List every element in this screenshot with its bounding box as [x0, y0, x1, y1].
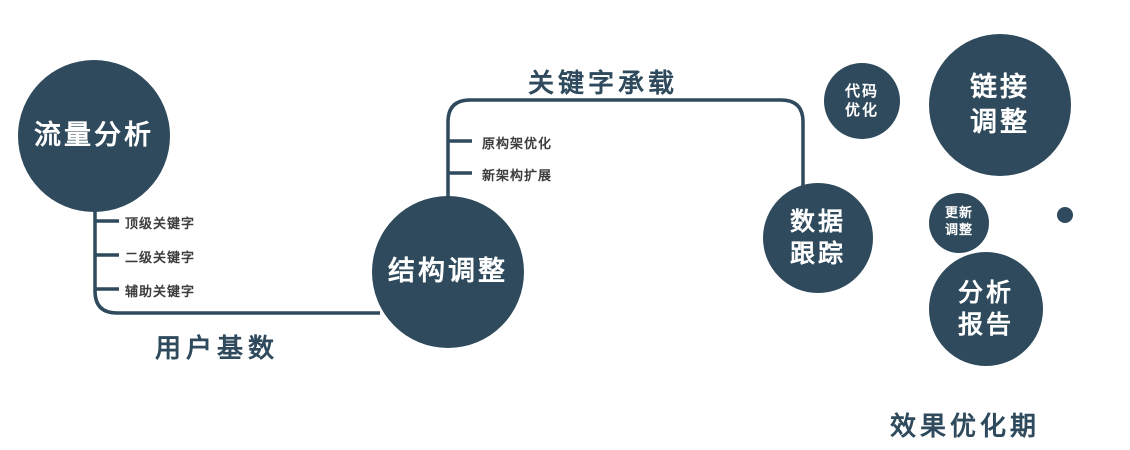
node-link-adjustment-line2: 调整: [970, 107, 1030, 138]
connector-left-path: [93, 185, 380, 315]
branch-label-new-architecture: 新架构扩展: [482, 169, 553, 184]
node-structure-adjustment-label: 结构调整: [388, 256, 508, 288]
footer-label-effect-optimization: 效果优化期: [890, 412, 1041, 442]
node-traffic-analysis: 流量分析: [18, 60, 170, 212]
edge-label-keyword-carry: 关键字承载: [528, 69, 679, 99]
edge-label-user-base: 用户基数: [155, 334, 280, 364]
connector-right-path: [446, 98, 805, 204]
node-data-tracking: 数据 跟踪: [763, 183, 873, 293]
branch-label-top-keyword: 顶级关键字: [125, 217, 196, 232]
node-data-tracking-line2: 跟踪: [789, 239, 846, 268]
node-traffic-analysis-label: 流量分析: [34, 120, 154, 152]
node-analysis-report-line1: 分析: [957, 277, 1014, 307]
node-link-adjustment-line1: 链接: [970, 71, 1030, 103]
node-analysis-report-line2: 报告: [957, 310, 1014, 339]
branch-label-auxiliary-keyword: 辅助关键字: [125, 285, 196, 300]
node-analysis-report: 分析 报告: [929, 252, 1043, 366]
small-dot: [1057, 207, 1073, 223]
node-structure-adjustment: 结构调整: [372, 196, 524, 348]
node-update-adjustment: 更新 调整: [929, 193, 989, 253]
node-data-tracking-line1: 数据: [789, 206, 846, 236]
node-link-adjustment: 链接 调整: [929, 34, 1071, 176]
node-update-adjustment-line2: 调整: [944, 223, 973, 238]
node-code-optimization: 代码 优化: [824, 63, 900, 139]
node-update-adjustment-line1: 更新: [944, 206, 973, 222]
branch-label-original-architecture: 原构架优化: [482, 137, 553, 152]
node-code-optimization-line2: 优化: [844, 101, 879, 119]
branch-label-secondary-keyword: 二级关键字: [125, 251, 196, 266]
node-code-optimization-line1: 代码: [844, 81, 879, 100]
